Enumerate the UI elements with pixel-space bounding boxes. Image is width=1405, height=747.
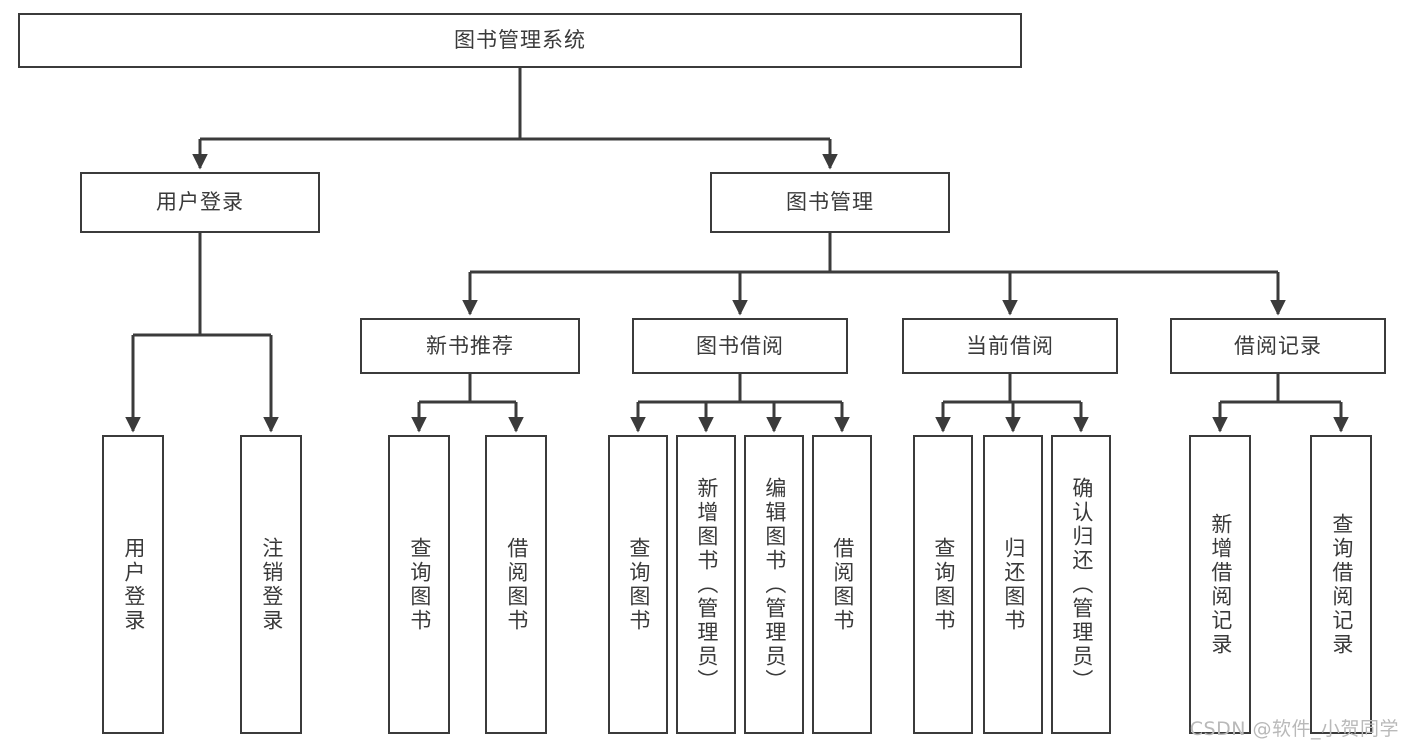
node-new-book-recommend[interactable]: 新书推荐	[360, 318, 580, 374]
node-leaf-query-book-3-label: 查询图书	[931, 536, 956, 633]
node-new-book-recommend-label: 新书推荐	[426, 333, 514, 358]
node-leaf-add-record[interactable]: 新增借阅记录	[1189, 435, 1251, 734]
node-book-borrow-label: 图书借阅	[696, 333, 784, 358]
node-leaf-query-book-2-label: 查询图书	[626, 536, 651, 633]
node-leaf-edit-book[interactable]: 编辑图书（管理员）	[744, 435, 804, 734]
node-current-borrow-label: 当前借阅	[966, 333, 1054, 358]
node-leaf-edit-book-label: 编辑图书（管理员）	[762, 476, 787, 693]
node-leaf-logout[interactable]: 注销登录	[240, 435, 302, 734]
node-leaf-add-book[interactable]: 新增图书（管理员）	[676, 435, 736, 734]
node-leaf-query-book-1[interactable]: 查询图书	[388, 435, 450, 734]
node-root-label: 图书管理系统	[454, 28, 586, 53]
node-leaf-return-book-label: 归还图书	[1001, 536, 1026, 633]
csdn-watermark: CSDN @软件_小贺同学	[1189, 718, 1399, 740]
node-leaf-add-book-label: 新增图书（管理员）	[694, 476, 719, 693]
node-user-login-label: 用户登录	[156, 190, 244, 215]
node-leaf-query-book-1-label: 查询图书	[407, 536, 432, 633]
node-leaf-add-record-label: 新增借阅记录	[1208, 512, 1233, 657]
node-leaf-query-book-2[interactable]: 查询图书	[608, 435, 668, 734]
node-book-manage[interactable]: 图书管理	[710, 172, 950, 233]
node-leaf-user-login-label: 用户登录	[121, 536, 146, 633]
node-leaf-borrow-book-1-label: 借阅图书	[504, 536, 529, 633]
node-current-borrow[interactable]: 当前借阅	[902, 318, 1118, 374]
node-leaf-confirm-return[interactable]: 确认归还（管理员）	[1051, 435, 1111, 734]
node-leaf-borrow-book-1[interactable]: 借阅图书	[485, 435, 547, 734]
node-leaf-query-book-3[interactable]: 查询图书	[913, 435, 973, 734]
node-leaf-return-book[interactable]: 归还图书	[983, 435, 1043, 734]
node-leaf-query-record[interactable]: 查询借阅记录	[1310, 435, 1372, 734]
node-borrow-record[interactable]: 借阅记录	[1170, 318, 1386, 374]
node-leaf-query-record-label: 查询借阅记录	[1329, 512, 1354, 657]
node-leaf-borrow-book-2-label: 借阅图书	[830, 536, 855, 633]
node-leaf-borrow-book-2[interactable]: 借阅图书	[812, 435, 872, 734]
node-leaf-user-login[interactable]: 用户登录	[102, 435, 164, 734]
node-root[interactable]: 图书管理系统	[18, 13, 1022, 68]
node-leaf-logout-label: 注销登录	[259, 536, 284, 633]
node-book-borrow[interactable]: 图书借阅	[632, 318, 848, 374]
node-borrow-record-label: 借阅记录	[1234, 333, 1322, 358]
node-user-login[interactable]: 用户登录	[80, 172, 320, 233]
node-book-manage-label: 图书管理	[786, 190, 874, 215]
node-leaf-confirm-return-label: 确认归还（管理员）	[1069, 476, 1094, 693]
